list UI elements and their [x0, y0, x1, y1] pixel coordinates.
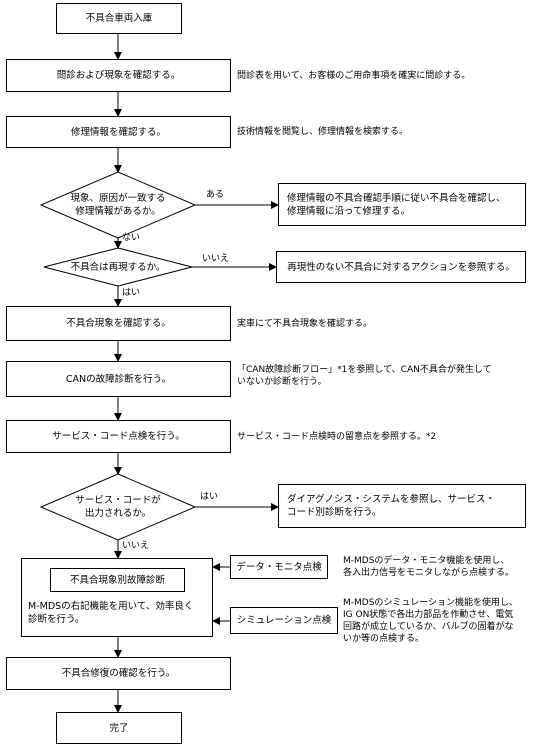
repair-info-box: 修理情報を確認する。 — [6, 116, 231, 148]
can-box: CANの故障診断を行う。 — [6, 361, 231, 397]
no-reproduce-box: 再現性のない不具合に対するアクションを参照する。 — [276, 251, 526, 283]
data-monitor-note: M-MDSのデータ・モニタ機能を使用し、 各入出力信号をモニタしながら点検する。 — [343, 556, 515, 578]
label-reproduce-no: いいえ — [202, 254, 230, 264]
service-code-note: サービス・コード点検時の留意点を参照する。*2 — [237, 432, 437, 442]
label-code-yes: はい — [200, 492, 219, 502]
yes-repair-box: 修理情報の不具合確認手順に従い不具合を確認し、 修理情報に沿って修理する。 — [278, 183, 526, 226]
decision-match-text: 現象、原因が一致する 修理情報があるか。 — [70, 193, 166, 217]
end-box: 完了 — [56, 712, 182, 744]
confirm-box: 不具合現象を確認する。 — [6, 306, 231, 341]
decision-code-diamond — [39, 473, 197, 541]
decision-reproduce-text: 不具合は再現するか。 — [70, 262, 166, 273]
simulation-note: M-MDSのシミュレーション機能を使用し、 IG ON状態で各出力部品を作動させ… — [343, 598, 519, 644]
interview-box: 問診および現象を確認する。 — [6, 59, 231, 92]
simulation-box: シミュレーション点検 — [230, 607, 338, 634]
decision-code-text: サービス・コードが 出力されるか。 — [75, 495, 161, 519]
decision-reproduce-diamond — [43, 247, 193, 287]
diagnosis-body-text: M-MDSの右記機能を用いて、効率良く 診断を行う。 — [28, 601, 194, 625]
repair-info-note: 技術情報を閲覧し、修理情報を検索する。 — [237, 127, 409, 137]
label-match-no: ない — [122, 233, 141, 243]
start-box: 不具合車両入庫 — [56, 3, 182, 34]
interview-note: 問診表を用いて、お客様のご用命事項を確実に問診する。 — [237, 71, 471, 81]
label-match-yes: ある — [206, 190, 225, 200]
label-code-no: いいえ — [122, 541, 150, 551]
service-code-box: サービス・コード点検を行う。 — [6, 420, 231, 453]
can-note: 「CAN故障診断フロー」*1を参照して、CAN不具合が発生して いないか診断を行… — [237, 365, 492, 387]
confirm-note: 実車にて不具合現象を確認する。 — [237, 319, 373, 329]
decision-match-diamond — [39, 171, 197, 239]
diagnosis-system-box: ダイアグノシス・システムを参照し、サービス・ コード別診断を行う。 — [278, 484, 526, 528]
diagnosis-title-box: 不具合現象別故障診断 — [50, 568, 185, 592]
repair-check-box: 不具合修復の確認を行う。 — [6, 657, 231, 690]
data-monitor-box: データ・モニタ点検 — [230, 555, 328, 579]
label-reproduce-yes: はい — [122, 288, 141, 298]
